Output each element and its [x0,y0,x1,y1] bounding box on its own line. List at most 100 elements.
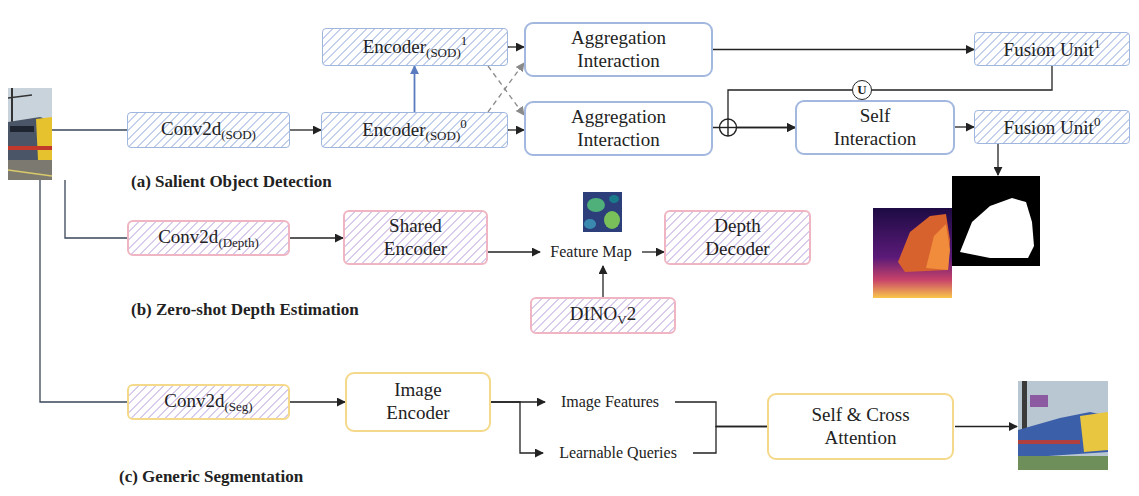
photo-wire [8,95,32,98]
node-label: Feature Map [550,243,631,260]
process-box: Conv2d(Seg) [127,384,290,420]
text-node: Image Features [545,388,675,416]
seg-train-front [1080,412,1108,452]
node-label: DINO [570,303,618,324]
node-text: Depth Decoder [688,215,788,261]
seg-sky [1018,381,1108,470]
node-label: Self Interaction [834,105,916,149]
node-text: Self & Cross Attention [791,404,931,450]
node-text: Shared Encoder [366,215,466,261]
feature-blob [584,219,596,229]
connector-arrow [642,251,664,252]
connector-arrow [713,127,795,128]
mask-ground [952,176,1040,266]
node-label: Aggregation Interaction [571,27,666,71]
superscript: 0 [1094,114,1101,129]
process-box: Conv2d(Depth) [127,220,290,256]
node-label: Learnable Queries [559,444,677,461]
process-box: Fusion Unit0 [974,110,1130,144]
subscript: V [617,312,626,327]
input-wire [40,180,127,402]
subscript: (SOD) [426,45,461,60]
node-label: Image Features [561,393,659,410]
text-node: Learnable Queries [543,439,693,467]
input-photo [8,88,52,180]
feature-blob [587,198,605,212]
section-caption: (a) Salient Object Detection [131,172,332,192]
node-text: Aggregation Interaction [559,27,679,73]
photo-platform-line [8,170,52,176]
section-caption: (b) Zero-shot Depth Estimation [131,300,359,320]
segmentation-image [1018,381,1108,470]
process-box: Encoder(SOD)1 [322,28,508,66]
connector-arrow [675,402,767,427]
connector-arrow [290,401,345,402]
feature-blob [604,211,620,229]
node-label: Conv2d [164,390,224,411]
seg-train [1018,412,1108,458]
node-label: Conv2d [158,226,218,247]
node-text: U [857,82,866,98]
sum-plus [727,119,728,136]
node-text: Image Features [561,392,659,411]
node-label: Fusion Unit [1004,117,1094,138]
output-arrow [955,426,1017,427]
section-caption: (c) Generic Segmentation [119,467,303,487]
node-label: Shared Encoder [384,215,447,259]
photo-windows [10,126,34,132]
node-label: 2 [627,303,637,324]
connector-arrow [713,49,974,50]
connector-arrow [602,266,603,297]
feature-blob [609,195,619,203]
photo-sky [8,88,52,180]
process-box: Self Interaction [795,100,955,155]
connector-arrow [693,427,767,454]
mask-object [960,198,1034,258]
node-text: DINOV2 [570,303,636,328]
connector-arrow [491,402,543,453]
sum-circle [720,119,737,136]
feature-map-image [583,192,622,232]
photo-ground [8,160,52,180]
connector-arrow [955,126,974,127]
connector-arrow [414,66,416,112]
node-text: Conv2d(Depth) [158,226,259,251]
photo-train-front [36,117,52,160]
depth-object [898,214,950,272]
seg-ground [1018,456,1108,470]
node-text: Encoder(SOD)1 [363,33,467,61]
connector-arrow [872,66,1052,90]
depth-object-near [926,224,950,270]
connector-arrow [488,251,540,252]
process-box: Aggregation Interaction [524,101,713,156]
process-box: Shared Encoder [343,210,488,265]
node-label: Aggregation Interaction [571,106,666,150]
sum-symbol [720,119,737,136]
saliency-mask-image [952,176,1040,266]
process-box: Conv2d(SOD) [127,112,290,148]
seg-stripe [1018,440,1080,444]
process-box: Encoder(SOD)0 [321,112,508,148]
depth-ground [873,208,952,298]
process-box: Fusion Unit1 [974,32,1130,66]
input-wire [52,129,127,130]
connector-arrow [488,66,524,115]
subscript: (SOD) [426,128,461,143]
node-text: Aggregation Interaction [559,106,679,152]
feature-ground [583,192,622,232]
connector-arrow [290,129,321,130]
process-box: Image Encoder [345,372,491,432]
output-arrow [997,144,998,175]
connector-arrow [508,129,524,130]
node-label: Encoder [363,36,426,57]
node-label: Self & Cross Attention [811,404,909,448]
seg-region [1030,395,1048,407]
photo-train [8,117,52,162]
node-label: Depth Decoder [705,215,769,259]
node-text: Fusion Unit1 [1004,36,1101,62]
connector-arrow [290,237,343,238]
subscript: (SOD) [221,127,256,142]
node-text: Self Interaction [825,105,925,151]
connector-arrow [508,46,524,47]
node-label: Encoder [362,119,425,140]
